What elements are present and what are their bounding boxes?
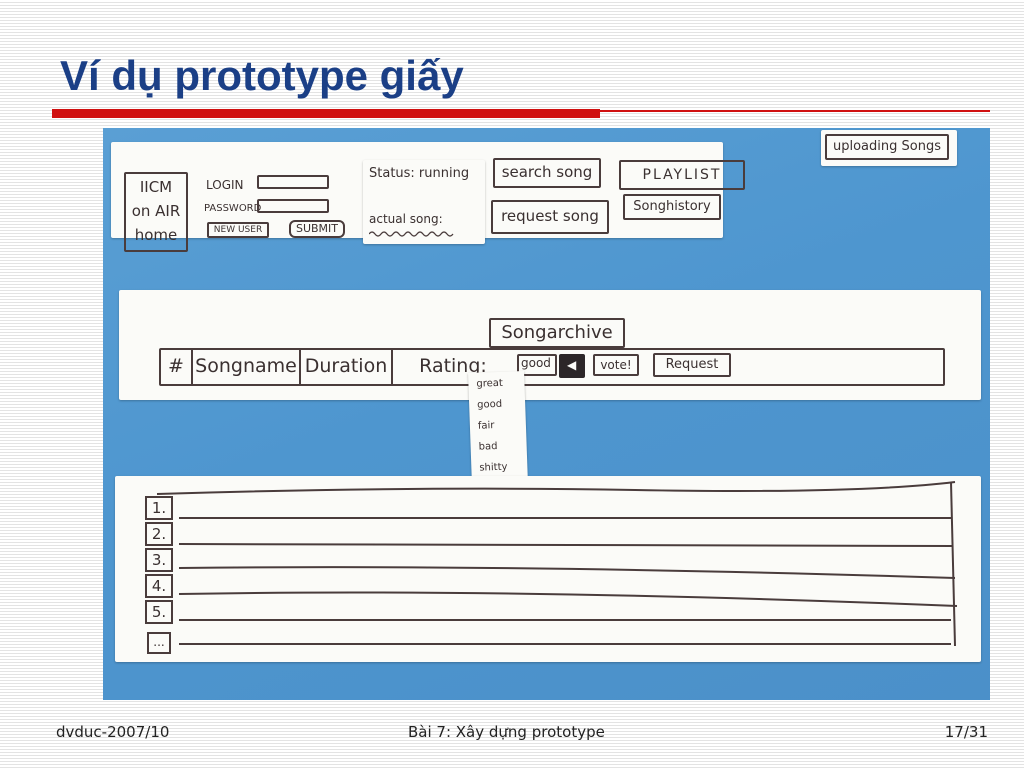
uploading-songs-button[interactable]: uploading Songs [825, 134, 949, 160]
songarchive-strip: Songarchive # Songname Duration Rating: … [119, 290, 981, 400]
upload-strip: uploading Songs [821, 130, 957, 166]
title-divider-accent [52, 109, 600, 118]
column-number: # [161, 350, 193, 384]
song-list-rows [156, 481, 958, 647]
search-song-button[interactable]: search song [493, 158, 601, 188]
login-field[interactable] [257, 175, 329, 189]
paper-prototype-photo: IICM on AIR home LOGIN PASSWORD NEW USER… [103, 128, 990, 700]
request-button[interactable]: Request [653, 353, 731, 377]
slide-title: Ví dụ prototype giấy [60, 52, 464, 99]
rating-option-bad[interactable]: bad [478, 441, 498, 453]
rating-option-fair[interactable]: fair [477, 420, 495, 432]
song-list-strip [115, 476, 981, 662]
list-row-number: 2. [145, 522, 173, 546]
vote-button[interactable]: vote! [593, 354, 639, 376]
logo-line-1: IICM [139, 178, 173, 196]
submit-button[interactable]: SUBMIT [289, 220, 345, 238]
rating-option-great[interactable]: great [476, 377, 504, 390]
songhistory-button[interactable]: Songhistory [623, 194, 721, 220]
column-songname[interactable]: Songname [193, 350, 301, 384]
archive-header-row: # Songname Duration Rating: good ◀ vote!… [159, 348, 945, 386]
playlist-button[interactable]: PLAYLIST [619, 160, 745, 190]
login-label: LOGIN [206, 178, 244, 192]
more-rows-button[interactable]: ... [147, 632, 171, 654]
column-duration[interactable]: Duration [301, 350, 393, 384]
list-row-number: 1. [145, 496, 173, 520]
actual-song-label: actual song: [369, 212, 443, 226]
footer-lecture-title: Bài 7: Xây dựng prototype [408, 723, 605, 741]
rating-option-shitty[interactable]: shitty [479, 461, 508, 474]
tab-songarchive[interactable]: Songarchive [489, 318, 625, 348]
status-panel: Status: running actual song: [363, 160, 485, 244]
logo-line-3: home [134, 226, 178, 244]
logo-line-2: on AIR [131, 202, 181, 220]
status-text: Status: running [369, 166, 470, 181]
column-rating: Rating: [419, 355, 487, 377]
top-bar-strip: IICM on AIR home LOGIN PASSWORD NEW USER… [111, 142, 745, 252]
rating-dropdown-toggle[interactable]: ◀ [559, 354, 585, 378]
new-user-button[interactable]: NEW USER [207, 222, 269, 238]
home-logo-box[interactable]: IICM on AIR home [124, 172, 188, 252]
request-song-button[interactable]: request song [491, 200, 609, 234]
password-label: PASSWORD [204, 203, 262, 214]
list-row-number: 5. [145, 600, 173, 624]
actual-song-placeholder-squiggle [369, 231, 454, 237]
list-row-number: 3. [145, 548, 173, 572]
rating-dropdown-list: great good fair bad shitty [468, 371, 528, 485]
password-field[interactable] [257, 199, 329, 213]
list-row-number: 4. [145, 574, 173, 598]
caret-left-icon: ◀ [567, 358, 577, 372]
rating-select[interactable]: good [517, 354, 557, 376]
footer-page-number: 17/31 [944, 723, 988, 741]
footer-author: dvduc-2007/10 [56, 723, 170, 741]
rating-option-good[interactable]: good [477, 398, 503, 411]
